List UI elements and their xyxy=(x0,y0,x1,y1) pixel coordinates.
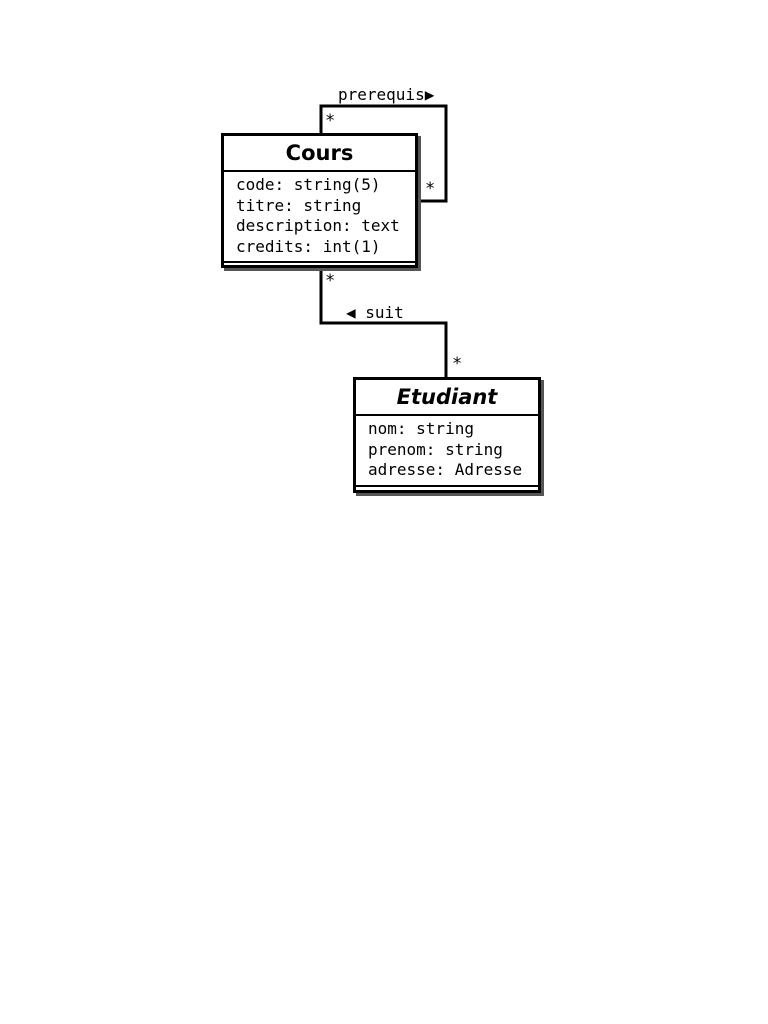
etudiant-attributes: nom: string prenom: string adresse: Adre… xyxy=(356,416,538,487)
etudiant-attribute-prenom: prenom: string xyxy=(368,439,503,459)
suit-multiplicity-etudiant: * xyxy=(452,354,463,374)
suit-label-text: suit xyxy=(365,303,404,322)
prerequis-direction-arrow-icon: ▶ xyxy=(424,85,435,104)
cours-attribute-titre: titre: string xyxy=(236,195,362,215)
cours-attributes: code: string(5) titre: string descriptio… xyxy=(224,172,415,263)
cours-class-box[interactable]: Cours code: string(5) titre: string desc… xyxy=(221,133,418,268)
prerequis-multiplicity-source: * xyxy=(325,111,336,131)
prerequis-association-line xyxy=(319,104,448,203)
etudiant-class-box[interactable]: Etudiant nom: string prenom: string adre… xyxy=(353,377,541,493)
etudiant-operations-compartment xyxy=(356,487,538,493)
suit-association-label: ◀ suit xyxy=(346,304,404,322)
prerequis-label-text: prerequis xyxy=(338,85,425,104)
cours-attribute-code: code: string(5) xyxy=(236,175,381,194)
prerequis-multiplicity-target: * xyxy=(425,179,436,199)
suit-association-line xyxy=(319,270,448,378)
cours-class-name: Cours xyxy=(224,136,415,172)
etudiant-attribute-adresse: adresse: Adresse xyxy=(368,460,523,479)
suit-direction-arrow-icon: ◀ xyxy=(346,303,356,322)
etudiant-attribute-nom: nom: string xyxy=(368,419,474,438)
cours-attribute-description: description: text xyxy=(236,216,400,235)
cours-attribute-credits: credits: int(1) xyxy=(236,236,381,256)
prerequis-association-label: prerequis▶ xyxy=(338,86,434,104)
etudiant-class-name: Etudiant xyxy=(356,380,538,416)
suit-multiplicity-cours: * xyxy=(325,271,336,291)
cours-operations-compartment xyxy=(224,263,415,269)
